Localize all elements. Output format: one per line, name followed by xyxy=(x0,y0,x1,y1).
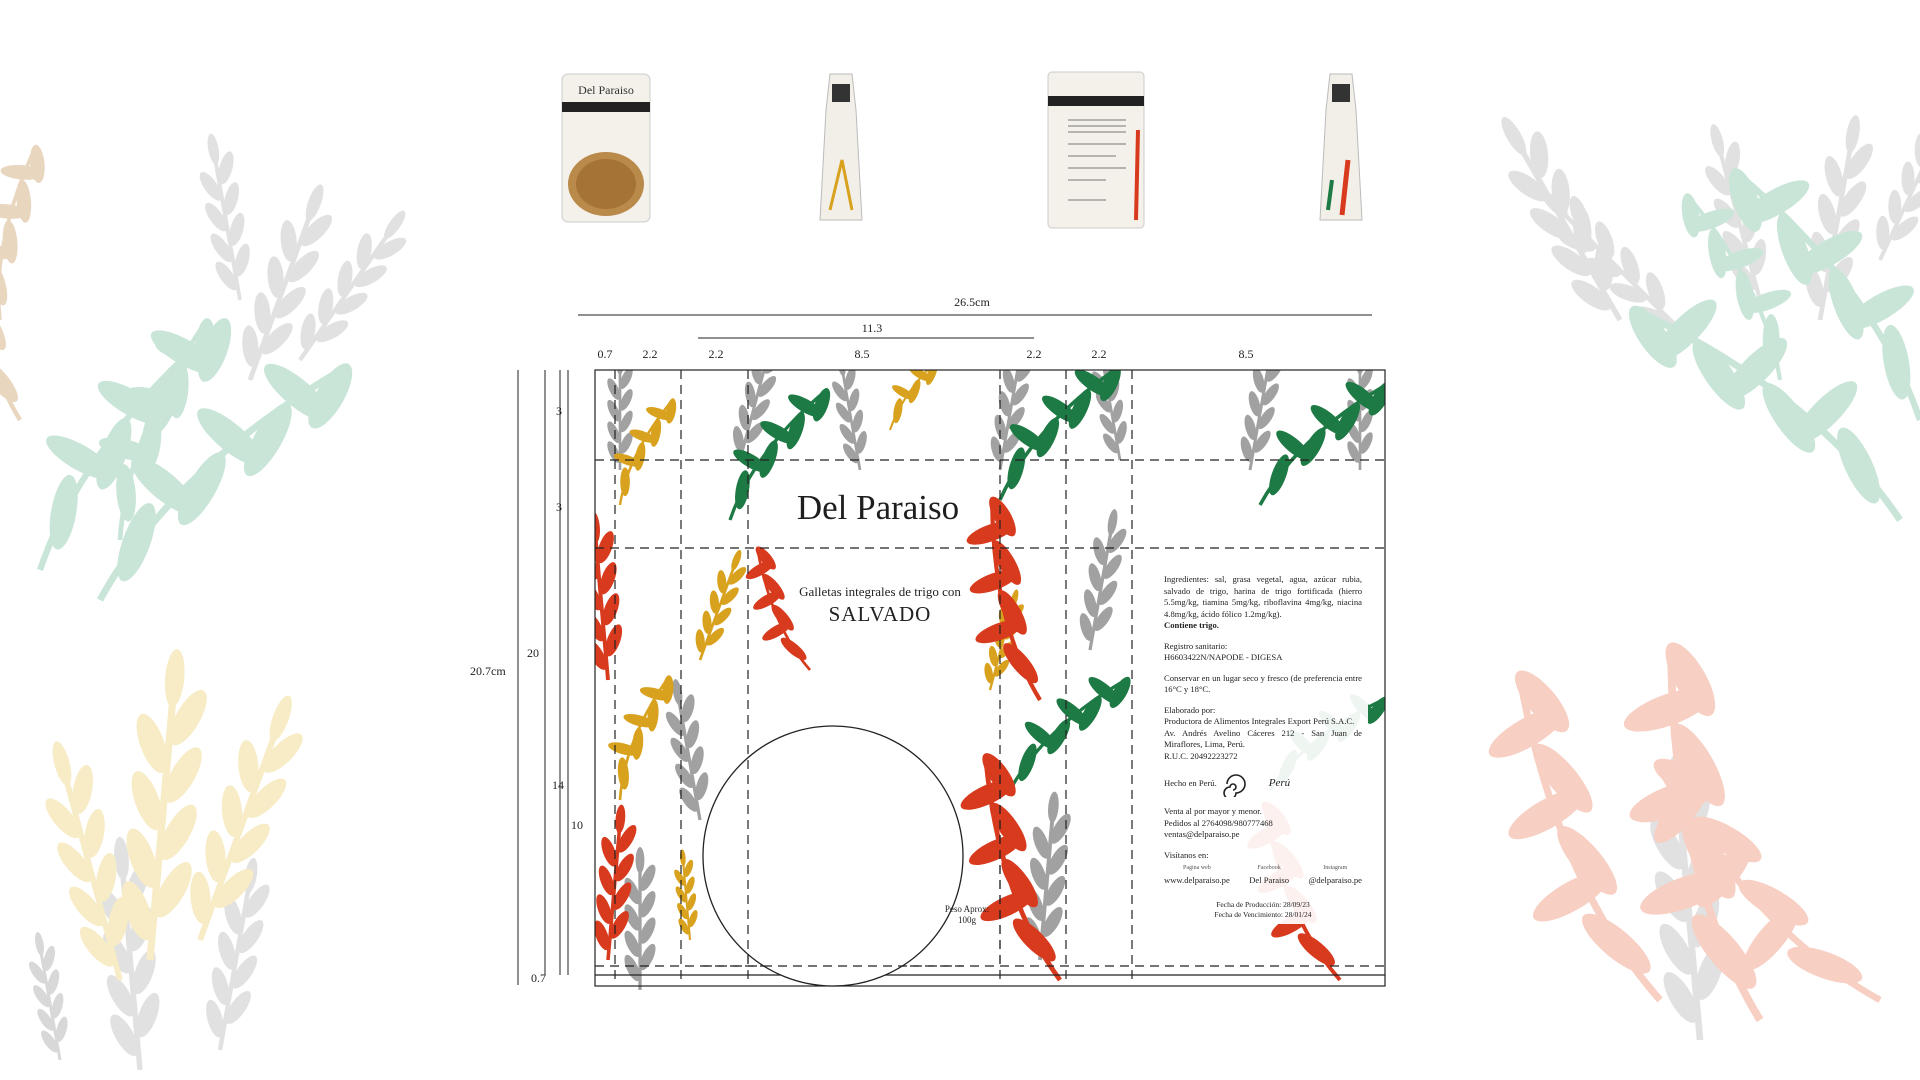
dates-block: Fecha de Producción: 28/09/23 Fecha de V… xyxy=(1164,900,1362,920)
dim-width-1: 2.2 xyxy=(642,347,658,361)
social-caption: Pagina web xyxy=(1182,865,1211,871)
weight-caption: Peso Aprox: xyxy=(944,904,990,914)
dim-total-width: 26.5cm xyxy=(954,295,990,309)
made-by-label: Elaborado por: xyxy=(1164,704,1216,715)
allergen-text: Contiene trigo. xyxy=(1164,620,1219,630)
social-value: Del Paraiso xyxy=(1249,874,1290,885)
made-by-company: Productora de Alimentos Integrales Expor… xyxy=(1164,716,1355,726)
social-value: www.delparaiso.pe xyxy=(1164,874,1230,885)
weight-value: 100g xyxy=(958,915,976,925)
product-subtitle: Galletas integrales de trigo con xyxy=(799,584,961,599)
dim-total-height: 20.7cm xyxy=(470,664,506,678)
product-photo-side-left xyxy=(812,70,870,230)
product-photo-back xyxy=(1046,70,1146,230)
dim-width-3: 8.5 xyxy=(854,347,870,361)
dim-height-1: 3 xyxy=(556,500,562,514)
dim-height-4: 10 xyxy=(571,818,583,832)
dim-height-2: 20 xyxy=(527,646,539,660)
storage-text: Conservar en un lugar seco y fresco (de … xyxy=(1164,672,1362,695)
made-by-address: Av. Andrés Avelino Cáceres 212 - San Jua… xyxy=(1164,727,1362,750)
sales-text: Venta al por mayor y menor. xyxy=(1164,806,1262,816)
ruc-text: R.U.C. 20492223272 xyxy=(1164,750,1238,761)
made-in-text: Hecho en Perú. xyxy=(1164,778,1217,789)
social-facebook: Facebook Del Paraiso xyxy=(1249,863,1289,886)
social-instagram: Instagram @delparaiso.pe xyxy=(1309,863,1363,886)
weight-label: Peso Aprox: 100g xyxy=(932,904,1002,926)
expiry-date: Fecha de Vencimiento: 28/01/24 xyxy=(1214,910,1312,919)
social-caption: Facebook xyxy=(1257,865,1281,871)
registry-label: Registro sanitario: xyxy=(1164,640,1228,651)
social-caption: Instagram xyxy=(1323,865,1348,871)
brand-logo: Del Paraiso xyxy=(790,478,966,538)
production-date: Fecha de Producción: 28/09/23 xyxy=(1216,900,1310,909)
orders-text: Pedidos al 2764098/980777468 xyxy=(1164,817,1273,828)
social-website: Pagina web www.delparaiso.pe xyxy=(1164,863,1230,886)
dim-width-4: 2.2 xyxy=(1026,347,1042,361)
back-panel-info: Ingredientes: sal, grasa vegetal, agua, … xyxy=(1158,570,1368,924)
dim-front-width: 11.3 xyxy=(861,321,883,335)
dim-height-5: 0.7 xyxy=(531,971,546,985)
email-text: ventas@delparaiso.pe xyxy=(1164,829,1240,839)
dim-width-6: 8.5 xyxy=(1238,347,1254,361)
dim-width-2: 2.2 xyxy=(708,347,724,361)
social-value: @delparaiso.pe xyxy=(1308,874,1363,885)
dim-width-5: 2.2 xyxy=(1091,347,1107,361)
dim-height-3: 14 xyxy=(552,778,564,792)
dim-width-0: 0.7 xyxy=(597,347,613,361)
peru-logo-text: Perú xyxy=(1268,777,1291,790)
svg-text:Del Paraiso: Del Paraiso xyxy=(578,83,634,97)
dim-height-0: 3 xyxy=(556,404,562,418)
registry-value: H6603422N/NAPODE - DIGESA xyxy=(1164,652,1283,662)
peru-brand-logo xyxy=(1222,774,1246,797)
product-variant: SALVADO xyxy=(828,602,932,626)
product-photo-front: Del Paraiso xyxy=(560,72,652,224)
ingredients-text: Ingredientes: sal, grasa vegetal, agua, … xyxy=(1164,574,1362,619)
product-photo-side-right xyxy=(1312,70,1370,230)
social-links: Pagina web www.delparaiso.pe Facebook De… xyxy=(1164,863,1362,886)
visit-label: Visítanos en: xyxy=(1164,849,1209,860)
